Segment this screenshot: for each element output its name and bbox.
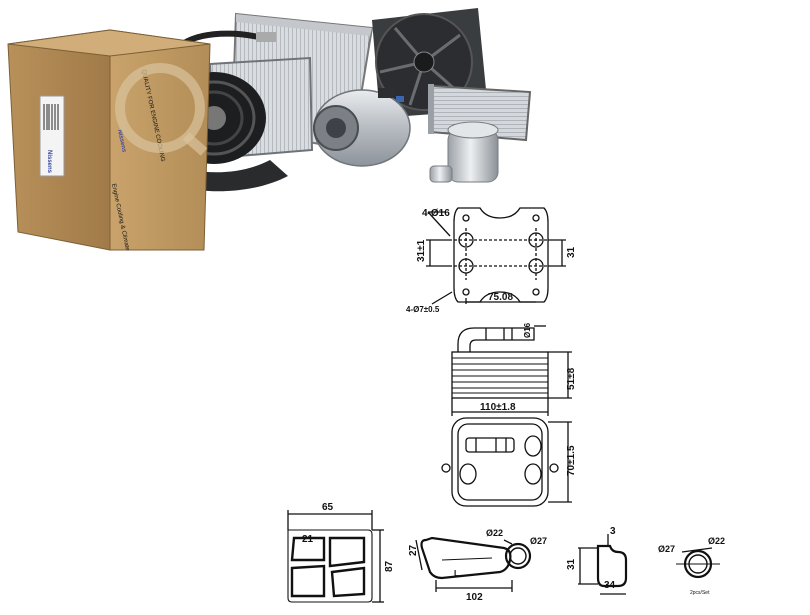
gasket-a-inner: 21 — [302, 534, 314, 545]
side-view-drawing — [451, 325, 572, 416]
gasket-c-top: 3 — [610, 526, 616, 537]
side-dim-pipe: Ø16 — [523, 322, 532, 338]
side-dim-height: 51±8 — [566, 367, 577, 390]
gasket-b-drawing — [415, 536, 532, 592]
dimension-labels: 4-Ø16 4-Ø7±0.5 31±1 31 75.08 Ø16 51±8 11… — [302, 208, 725, 603]
box-q-logo — [115, 63, 205, 153]
gasket-a-drawing — [287, 510, 384, 603]
receiver-dryer-image — [429, 121, 499, 183]
gasket-b-length: 102 — [466, 592, 483, 603]
gasket-a-width: 65 — [322, 502, 334, 513]
front-view-drawing — [441, 417, 572, 507]
box-label-brand: Nissens — [46, 150, 52, 174]
gasket-a-height: 87 — [384, 560, 395, 572]
gasket-b-dlarge: Ø27 — [530, 536, 547, 546]
oring-outer: Ø27 — [658, 544, 675, 554]
gasket-c-height: 31 — [566, 558, 577, 570]
top-dim-bottom: 75.08 — [488, 292, 513, 303]
nissens-box-image: Nissens Nissens Engine Cooling & Climate… — [7, 29, 211, 252]
oring-caption: 2pcs/Set — [690, 590, 710, 596]
side-dim-length: 110±1.8 — [480, 402, 516, 413]
box-brand-text: Nissens — [116, 129, 127, 153]
product-photo-collage: Nissens Nissens Engine Cooling & Climate… — [7, 8, 532, 252]
gasket-b-height: 27 — [408, 544, 419, 556]
gasket-c-drawing — [578, 534, 628, 595]
top-dim-right: 31 — [566, 246, 577, 258]
gasket-b-small: L — [454, 569, 459, 578]
top-dim-left: 31±1 — [416, 239, 427, 262]
ac-compressor-image — [313, 88, 411, 167]
gasket-c-width: 34 — [604, 580, 616, 591]
oring-drawing — [676, 547, 720, 579]
oring-inner: Ø22 — [708, 536, 725, 546]
front-dim-height: 70±1.5 — [566, 445, 577, 476]
technical-drawings — [287, 207, 720, 603]
gasket-b-dsmall: Ø22 — [486, 528, 503, 538]
top-hole-label: 4-Ø16 — [422, 208, 450, 219]
top-view-drawing — [426, 207, 566, 305]
top-bolt-label: 4-Ø7±0.5 — [406, 305, 440, 314]
